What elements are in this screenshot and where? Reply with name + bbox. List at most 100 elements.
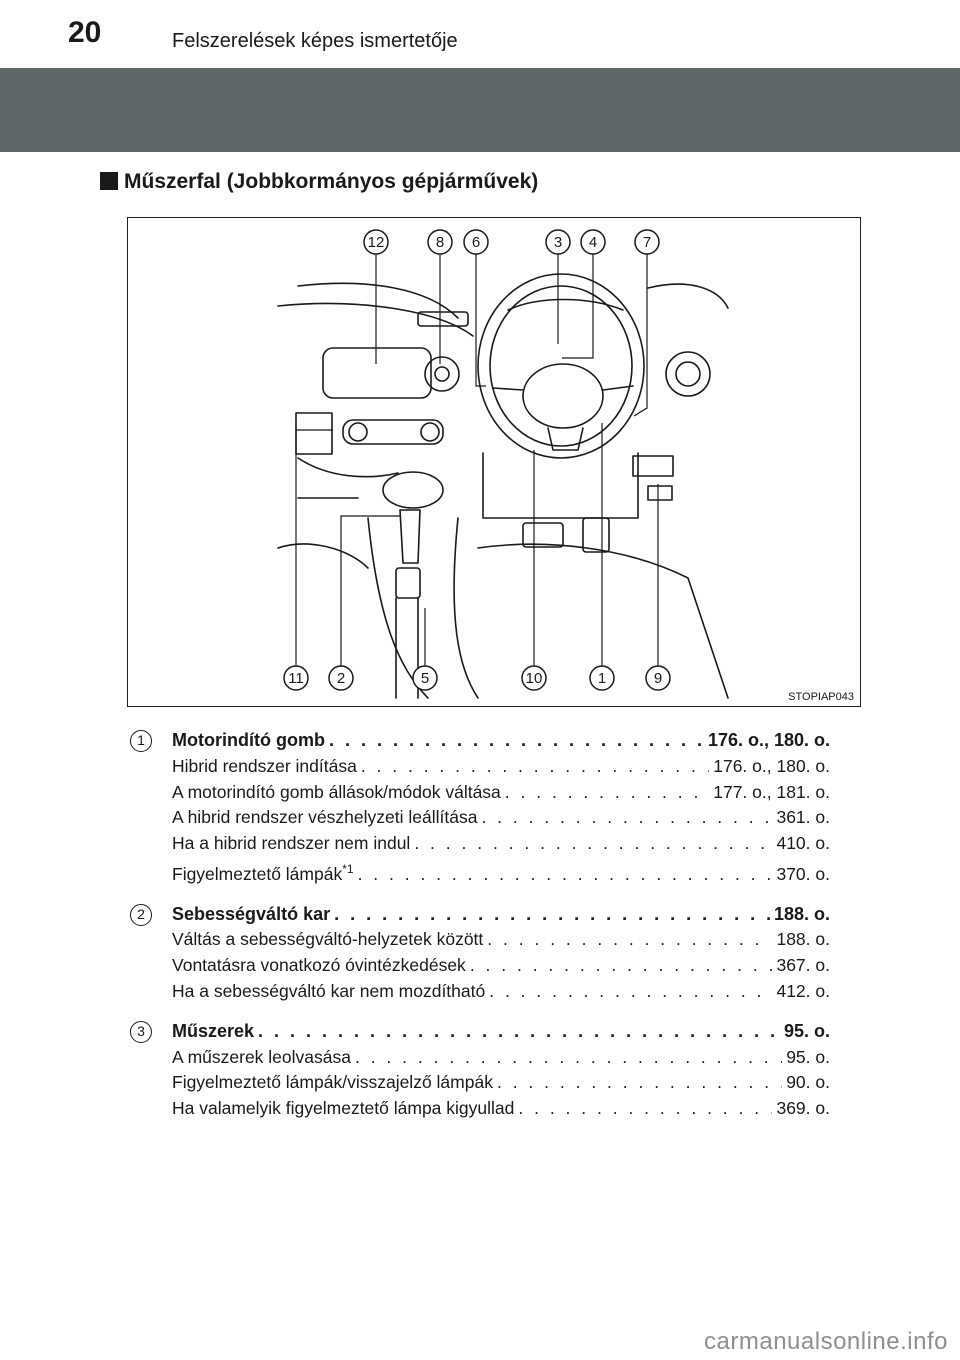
dash-knob <box>424 356 460 392</box>
callout-8-label: 8 <box>436 234 444 251</box>
leader-dots <box>497 1070 782 1096</box>
watermark: carmanualsonline.info <box>704 1328 948 1355</box>
callout-7: 7 <box>634 229 660 255</box>
callout-4: 4 <box>580 229 606 255</box>
item-pages: 361. o. <box>776 807 830 828</box>
entry-item: Figyelmeztető lámpák/visszajelző lámpák … <box>172 1070 830 1096</box>
item-text: Figyelmeztető lámpák <box>172 863 343 884</box>
leader-4 <box>562 254 594 359</box>
nav-screen <box>322 347 432 399</box>
entry-heading: Műszerek 95. o. <box>172 1019 830 1045</box>
leader-dots <box>329 728 704 754</box>
dashboard-drawing: 1 2 8 6 3 4 7 <box>277 229 729 699</box>
entry-muszerek: 3 Műszerek 95. o. A műszerek leolvasása … <box>130 1019 830 1122</box>
callout-1: 1 <box>589 665 615 691</box>
leader-dots <box>489 979 772 1005</box>
leader-dots <box>518 1096 772 1122</box>
item-text: Figyelmeztető lámpák/visszajelző lámpák <box>172 1072 493 1093</box>
steering-spoke-right <box>602 385 634 391</box>
item-pages: 177. o., 181. o. <box>713 781 830 802</box>
seat-left <box>277 543 369 569</box>
dash-top-right-line <box>647 283 729 309</box>
callout-10: 10 <box>521 665 547 691</box>
entry-motorindito: 1 Motorindító gomb 176. o., 180. o. Hibr… <box>130 728 830 888</box>
leader-2 <box>340 515 400 676</box>
left-panel <box>295 412 333 455</box>
steering-wheel-rim-inner <box>489 285 633 447</box>
callout-3: 3 <box>545 229 571 255</box>
right-vent-inner <box>675 361 701 387</box>
callout-10-label: 10 <box>526 670 543 687</box>
entry-item: Ha a hibrid rendszer nem indul 410. o. <box>172 831 830 857</box>
callout-5-label: 5 <box>421 670 429 687</box>
leader-dots <box>355 1045 782 1071</box>
leader-dots <box>358 862 773 888</box>
leader-dots <box>334 902 770 928</box>
item-pages: 367. o. <box>776 955 830 976</box>
left-vent-knob <box>348 422 368 442</box>
console-right-edge <box>453 517 479 699</box>
leader-dots <box>258 1019 780 1045</box>
item-text: Ha a sebességváltó kar nem mozdítható <box>172 981 486 1001</box>
page-number: 20 <box>68 16 102 49</box>
console-knob-cluster <box>382 471 444 509</box>
item-pages: 188. o. <box>776 929 830 950</box>
entry-pages: 188. o. <box>773 903 830 924</box>
dash-knob-inner <box>434 366 450 382</box>
entry-item: Hibrid rendszer indítása 176. o., 180. o… <box>172 754 830 780</box>
entry-list: 1 Motorindító gomb 176. o., 180. o. Hibr… <box>130 728 830 1136</box>
seat-right <box>477 543 729 699</box>
steering-spoke-left <box>492 387 524 391</box>
item-text: A motorindító gomb állások/módok váltása <box>172 781 501 802</box>
item-pages: 369. o. <box>776 1098 830 1119</box>
leader-dots <box>505 780 709 806</box>
entry-number-badge: 1 <box>130 730 152 752</box>
entry-pages: 95. o. <box>783 1020 830 1041</box>
callout-7-label: 7 <box>643 234 651 251</box>
steering-hub <box>522 363 604 429</box>
item-text: Ha a hibrid rendszer nem indul <box>172 833 411 854</box>
entry-item: Váltás a sebességváltó-helyzetek között … <box>172 927 830 953</box>
entry-item: Vontatásra vonatkozó óvintézkedések 367.… <box>172 953 830 979</box>
gear-lever <box>399 509 421 564</box>
section-name: Felszerelések képes ismertetője <box>172 30 458 52</box>
leader-dots <box>361 754 709 780</box>
entry-item: Figyelmeztető lámpák*1 370. o. <box>172 857 830 888</box>
callout-6: 6 <box>463 229 489 255</box>
item-pages: 95. o. <box>786 1046 830 1067</box>
callout-5: 5 <box>412 665 438 691</box>
callout-4-label: 4 <box>589 234 597 251</box>
figure-code: STOPIAP043 <box>788 691 854 703</box>
callout-11: 11 <box>283 665 309 691</box>
entry-sebessegvalto: 2 Sebességváltó kar 188. o. Váltás a seb… <box>130 902 830 1005</box>
entry-title: Sebességváltó kar <box>172 903 331 924</box>
entry-heading: Sebességváltó kar 188. o. <box>172 902 830 928</box>
brake-pedal <box>522 522 564 548</box>
instrument-hood <box>507 298 624 311</box>
item-text: Vontatásra vonatkozó óvintézkedések <box>172 955 466 976</box>
item-text: Ha valamelyik figyelmeztető lámpa kigyul… <box>172 1098 515 1119</box>
section-title-text: Műszerfal (Jobbkormányos gépjárművek) <box>124 170 539 193</box>
right-panel-switch <box>632 455 674 477</box>
dash-top-left-line <box>297 282 459 319</box>
leader-7 <box>633 254 648 417</box>
callout-1-label: 1 <box>598 670 606 687</box>
right-vent <box>665 351 711 397</box>
callout-9: 9 <box>645 665 671 691</box>
callout-6-label: 6 <box>472 234 480 251</box>
entry-title: Műszerek <box>172 1020 255 1041</box>
section-title: Műszerfal (Jobbkormányos gépjárművek) <box>100 170 538 194</box>
page-header: 20 Felszerelések képes ismertetője <box>0 0 960 62</box>
right-vent-knob <box>420 422 440 442</box>
top-vent <box>417 311 469 327</box>
item-text: A műszerek leolvasása <box>172 1046 351 1067</box>
lower-dash <box>482 452 639 519</box>
footnote-marker: *1 <box>342 861 354 876</box>
right-small-switch <box>647 485 673 501</box>
item-pages: 412. o. <box>776 981 830 1001</box>
item-text: A hibrid rendszer vészhelyzeti leállítás… <box>172 807 478 828</box>
accelerator-pedal <box>582 517 610 553</box>
item-pages: 410. o. <box>776 833 830 854</box>
entry-number-badge: 2 <box>130 903 152 926</box>
callout-2: 2 <box>328 665 354 691</box>
